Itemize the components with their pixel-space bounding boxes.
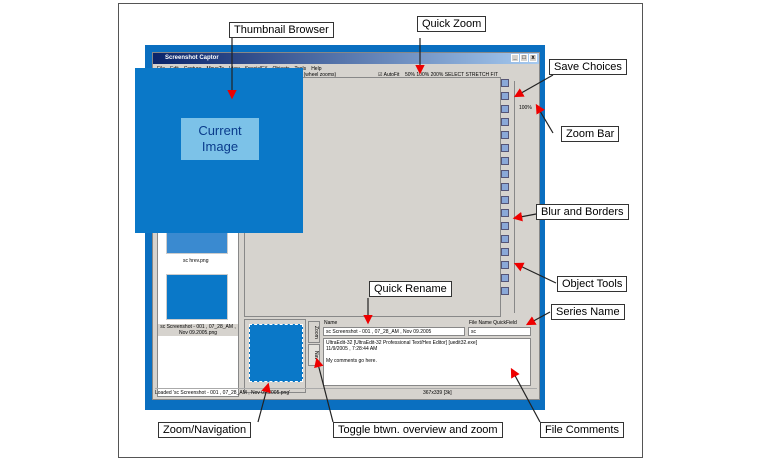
- comments-textarea[interactable]: UltraEdit-32 [UltraEdit-32 Professional …: [323, 338, 531, 386]
- window-title: Screenshot Captor: [165, 55, 219, 61]
- status-loaded: Loaded 'sc Screenshot - 001 , 07_28_AM ,…: [155, 390, 291, 396]
- tab-zoom[interactable]: Zoom: [308, 321, 320, 343]
- save-as-icon[interactable]: [501, 92, 509, 100]
- crop-icon[interactable]: [501, 157, 509, 165]
- undo-icon[interactable]: [501, 131, 509, 139]
- current-image-label: Current Image: [181, 118, 259, 160]
- callout-file-comments: File Comments: [540, 422, 624, 438]
- maximize-button[interactable]: □: [520, 54, 528, 62]
- save-icon[interactable]: [501, 79, 509, 87]
- autofit-checkbox[interactable]: ☑ AutoFit: [378, 72, 400, 78]
- quickfield-input[interactable]: sc: [468, 327, 531, 336]
- thumb-current[interactable]: [166, 274, 228, 320]
- image-icon[interactable]: [501, 274, 509, 282]
- circle-icon[interactable]: [501, 235, 509, 243]
- callout-quick-rename: Quick Rename: [369, 281, 452, 297]
- note-icon[interactable]: [501, 287, 509, 295]
- thumb-label: sc Screenshot - 001 , 07_28_AM , Nov 09.…: [158, 324, 238, 336]
- autofit-label: AutoFit: [383, 72, 400, 78]
- zoom-bar[interactable]: 100%: [514, 81, 536, 313]
- callout-series-name: Series Name: [551, 304, 625, 320]
- quick-zoom-options[interactable]: 50% 100% 200% SELECT STRETCH FIT: [405, 72, 498, 78]
- callout-blur-borders: Blur and Borders: [536, 204, 629, 220]
- arrow-icon[interactable]: [501, 248, 509, 256]
- quickfield-label: File Name QuickField: [469, 320, 517, 326]
- callout-zoom-navigation: Zoom/Navigation: [158, 422, 252, 438]
- close-button[interactable]: x: [529, 54, 537, 62]
- text-icon[interactable]: [501, 261, 509, 269]
- pin-icon[interactable]: [501, 144, 509, 152]
- select-icon[interactable]: [501, 222, 509, 230]
- border-icon[interactable]: [501, 183, 509, 191]
- blur-icon[interactable]: [501, 196, 509, 204]
- zoom-level: 100%: [519, 105, 532, 111]
- menu-help[interactable]: Help: [311, 66, 322, 72]
- navigation-preview[interactable]: [244, 319, 306, 393]
- title-bar: Screenshot Captor _□x: [153, 53, 539, 64]
- email-icon[interactable]: [501, 105, 509, 113]
- callout-thumbnail-browser: Thumbnail Browser: [229, 22, 334, 38]
- name-label: Name: [324, 320, 338, 326]
- callout-object-tools: Object Tools: [557, 276, 628, 292]
- tool-icons: [501, 79, 511, 300]
- callout-toggle: Toggle btwn. overview and zoom: [333, 422, 503, 438]
- status-size: 367x339 [3k]: [423, 390, 452, 396]
- resize-icon[interactable]: [501, 170, 509, 178]
- print-icon[interactable]: [501, 118, 509, 126]
- thumb-label: sc hrev.png: [183, 258, 209, 264]
- callout-zoom-bar: Zoom Bar: [561, 126, 620, 142]
- shadow-icon[interactable]: [501, 209, 509, 217]
- name-input[interactable]: sc Screenshot - 001 , 07_28_AM , Nov 09.…: [323, 327, 465, 336]
- minimize-button[interactable]: _: [511, 54, 519, 62]
- callout-quick-zoom: Quick Zoom: [417, 16, 487, 32]
- status-bar: Loaded 'sc Screenshot - 001 , 07_28_AM ,…: [155, 388, 537, 397]
- callout-save-choices: Save Choices: [549, 59, 627, 75]
